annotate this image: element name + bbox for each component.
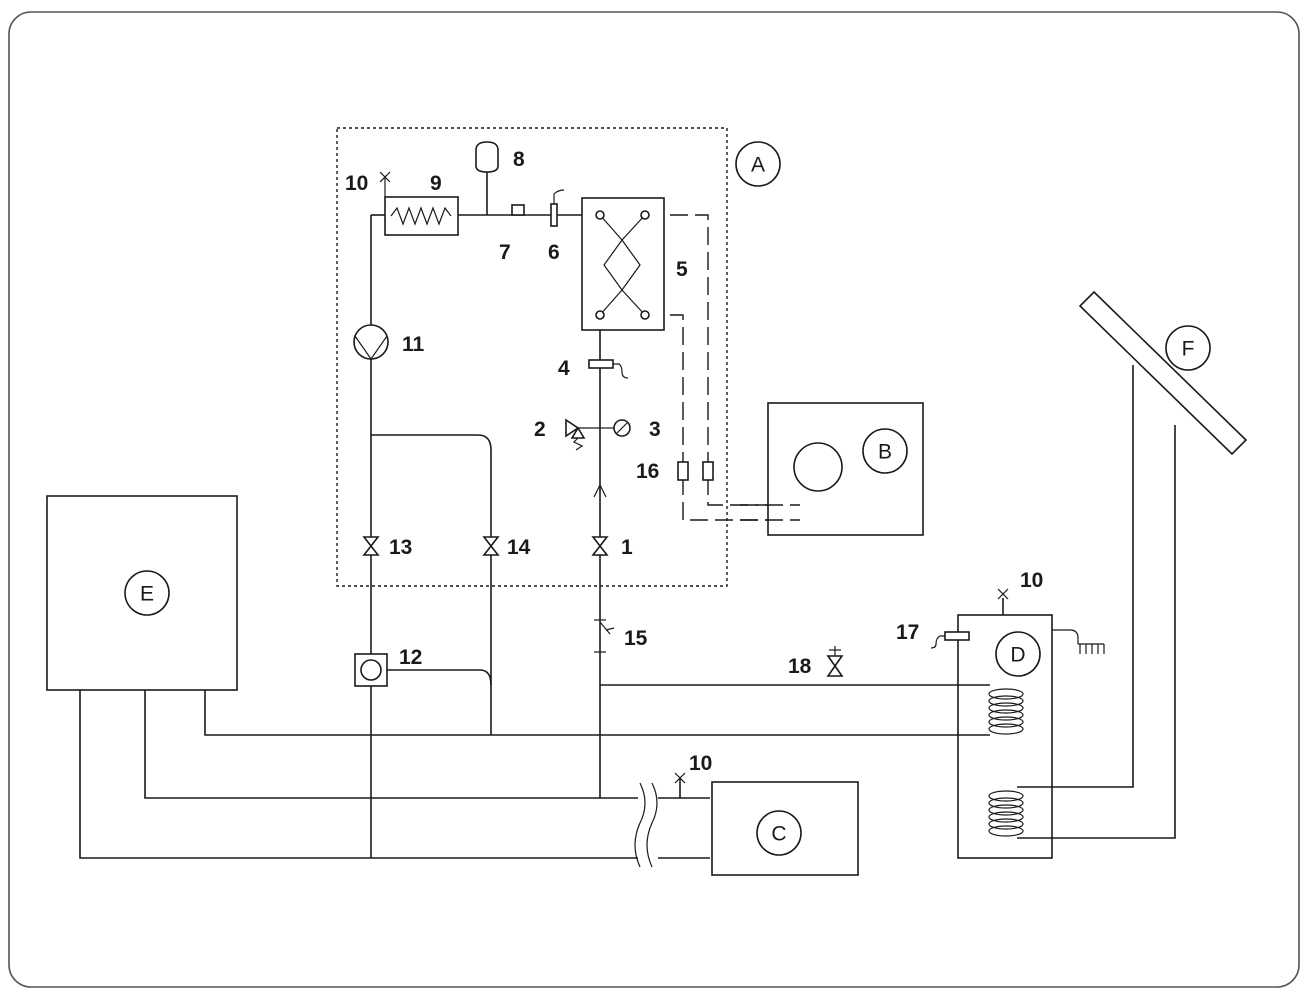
callout-15: 15: [624, 627, 648, 650]
unit-b-outdoor: [767, 402, 924, 536]
callout-1: 1: [621, 536, 633, 559]
svg-text:E: E: [140, 583, 154, 606]
backup-heater: [384, 196, 459, 236]
shutoff-valve-icon: [591, 536, 609, 556]
callout-10-circuit: 10: [689, 752, 712, 775]
expansion-tank: [475, 141, 499, 173]
callout-7: 7: [499, 241, 511, 264]
air-vent-icon: [379, 171, 391, 197]
svg-text:D: D: [1010, 644, 1025, 667]
temperature-sensor: [511, 204, 525, 216]
flow-direction-arrow: [593, 483, 607, 498]
unit-a-enclosure: [336, 127, 728, 587]
tank-coil-lower: [988, 790, 1024, 837]
svg-text:C: C: [771, 823, 786, 846]
callout-10-tank: 10: [1020, 569, 1043, 592]
circulation-pump: [353, 324, 389, 361]
air-vent-icon: [997, 588, 1009, 600]
callout-13: 13: [389, 536, 412, 559]
shutoff-valve-icon: [482, 536, 500, 556]
callout-18: 18: [788, 655, 812, 678]
callout-6: 6: [548, 241, 560, 264]
safety-valve-icon: [565, 418, 600, 451]
callout-3: 3: [649, 418, 661, 441]
shower-head-icon: [1052, 629, 1105, 654]
callout-2: 2: [534, 418, 546, 441]
callout-5: 5: [676, 258, 688, 281]
plate-heat-exchanger: [581, 197, 665, 331]
flow-switch: [550, 189, 565, 227]
callout-4: 4: [558, 357, 570, 380]
pipe-break-icon: [634, 782, 658, 869]
callout-16: 16: [636, 460, 659, 483]
label-d: D: [995, 631, 1041, 677]
air-vent-icon: [674, 772, 686, 784]
callout-10-heater: 10: [345, 172, 368, 195]
svg-text:B: B: [878, 441, 892, 464]
svg-text:A: A: [751, 154, 765, 177]
refrigerant-connector: [677, 461, 689, 481]
pressure-gauge-icon: [600, 419, 631, 437]
temperature-probe: [588, 359, 629, 379]
label-f: F: [1165, 325, 1211, 371]
shutoff-valve-icon: [362, 536, 380, 556]
callout-9: 9: [430, 172, 442, 195]
label-a: A: [735, 141, 781, 187]
valve-icon: [826, 646, 844, 677]
label-e: E: [124, 570, 170, 616]
callout-11: 11: [402, 333, 425, 356]
callout-12: 12: [399, 646, 422, 669]
callout-17: 17: [896, 621, 919, 644]
tank-sensor: [930, 631, 970, 649]
strainer-icon: [594, 619, 615, 653]
label-c: C: [756, 810, 802, 856]
three-way-valve: [354, 653, 388, 687]
label-b: B: [862, 428, 908, 474]
refrigerant-connector: [702, 461, 714, 481]
solar-collector: [1078, 290, 1248, 456]
callout-14: 14: [507, 536, 531, 559]
tank-coil-upper: [988, 688, 1024, 735]
callout-8: 8: [513, 148, 525, 171]
svg-text:F: F: [1182, 338, 1195, 361]
